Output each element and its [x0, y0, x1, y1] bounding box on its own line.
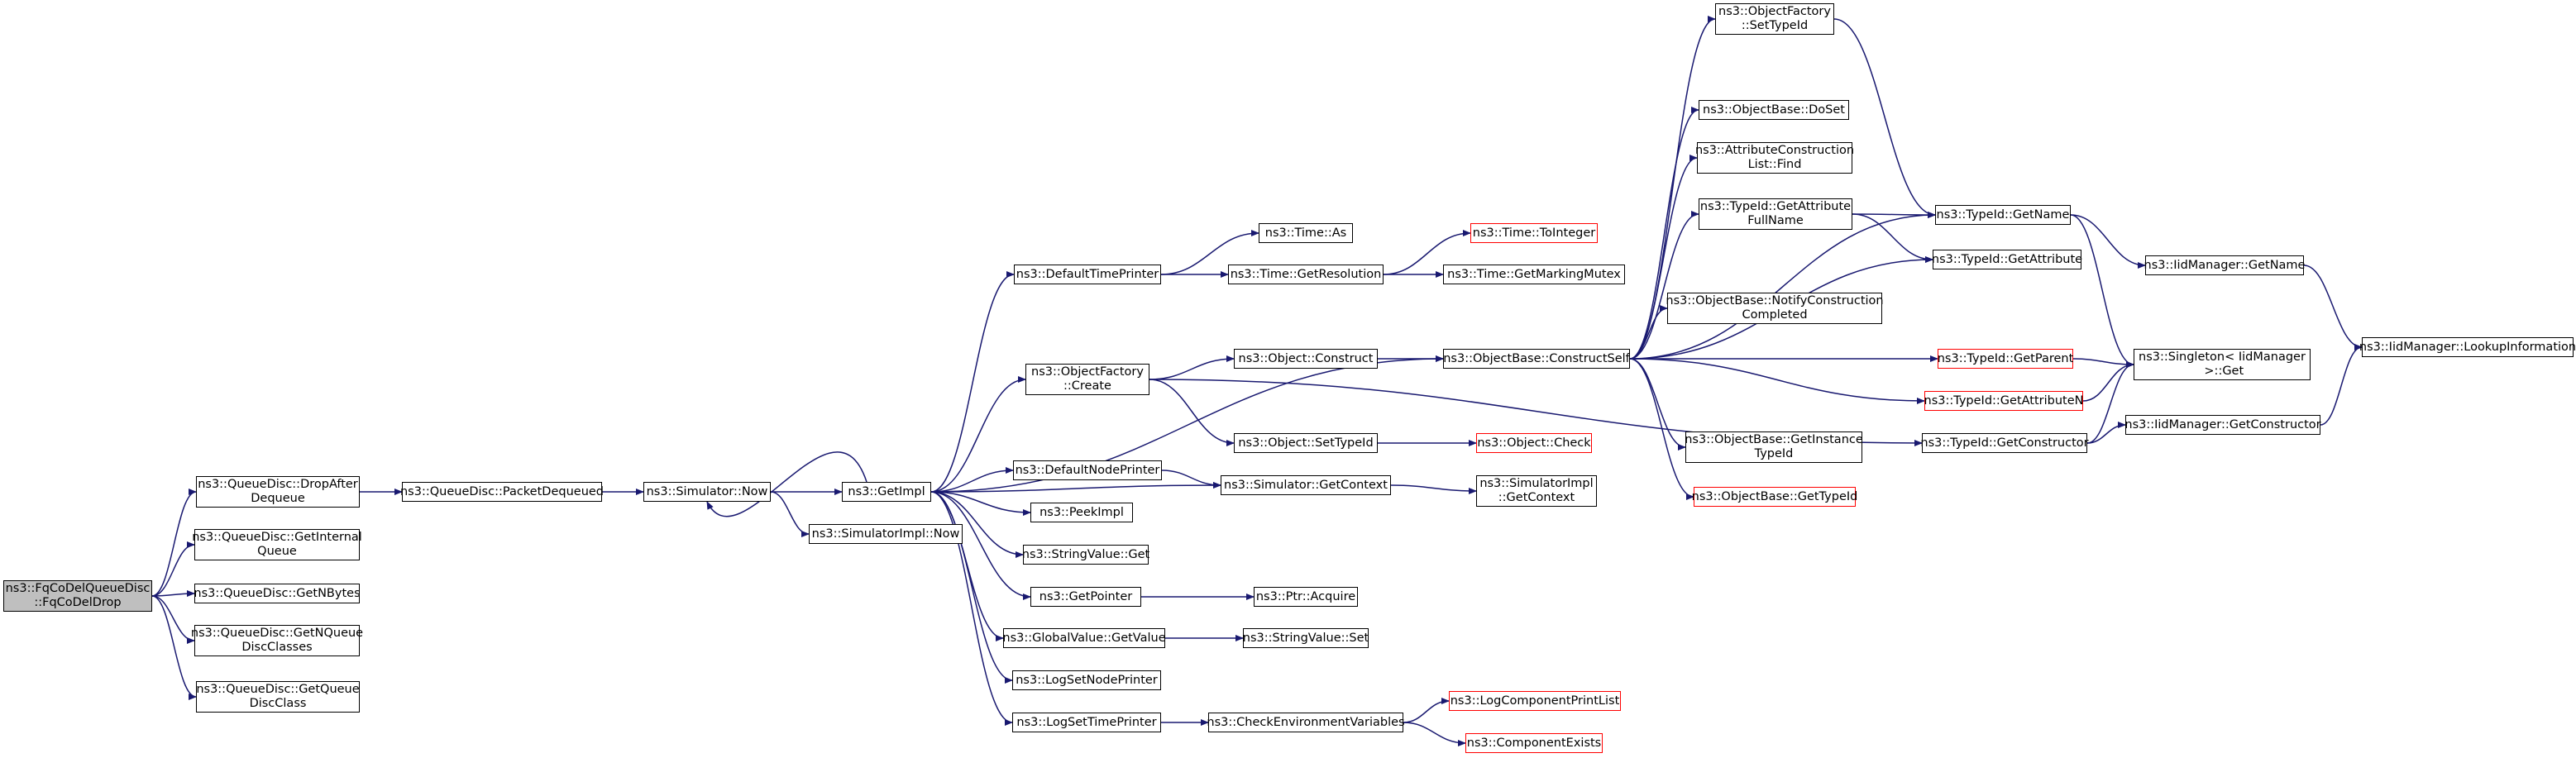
node-get-pointer[interactable]: ns3::GetPointer [1030, 587, 1141, 607]
edge-object_base_construct_self-to-object_base_get_type_id [1629, 358, 1694, 500]
edge-object_base_construct_self-to-object_base_get_instance_type_id [1629, 358, 1686, 451]
node-global-value-get-value[interactable]: ns3::GlobalValue::GetValue [1002, 628, 1166, 648]
edge-get_impl-to-get_pointer [930, 491, 1031, 600]
node-log-set-time-printer[interactable]: ns3::LogSetTimePrinter [1012, 713, 1161, 732]
edge-object_factory_set_type_id-to-type_id_get_name [1833, 18, 1936, 218]
edge-type_id_get_attribute_full_name-to-type_id_get_attribute [1852, 213, 1933, 263]
edge-get_impl-to-log_set_node_printer [930, 491, 1013, 684]
edge-root-to-get_nbytes [151, 590, 195, 598]
edge-type_id_get_name-to-singleton_get [2070, 214, 2134, 368]
node-object-construct[interactable]: ns3::Object::Construct [1234, 349, 1378, 369]
edge-iid_manager_get_constructor-to-iid_manager_lookup_information [2320, 344, 2363, 426]
node-object-base-get-instance-type-id[interactable]: ns3::ObjectBase::GetInstance TypeId [1685, 431, 1863, 463]
node-check-environment-variables[interactable]: ns3::CheckEnvironmentVariables [1207, 713, 1405, 732]
edge-type_id_get_attribute_full_name-to-type_id_get_name [1852, 211, 1936, 218]
node-time-to-integer[interactable]: ns3::Time::ToInteger [1470, 223, 1598, 243]
edge-object_base_construct_self-to-type_id_get_name [1629, 212, 1936, 360]
edge-type_id_get_constructor-to-singleton_get [2086, 361, 2134, 444]
edge-object_base_construct_self-to-type_id_get_attribute_n [1629, 358, 1925, 404]
edge-get_impl-to-object_base_construct_self [930, 355, 1444, 493]
node-iid-manager-get-name[interactable]: ns3::IidManager::GetName [2144, 255, 2305, 275]
node-get-impl[interactable]: ns3::GetImpl [842, 482, 931, 502]
node-attribute-construction-list-find[interactable]: ns3::AttributeConstruction List::Find [1695, 142, 1854, 174]
node-time-get-resolution[interactable]: ns3::Time::GetResolution [1228, 265, 1384, 284]
node-simulator-get-context[interactable]: ns3::Simulator::GetContext [1221, 475, 1391, 495]
edge-root-to-drop_after_dequeue [151, 489, 197, 597]
edge-simulator_get_context-to-simulator_impl_get_context [1390, 484, 1477, 494]
edge-default_node_printer-to-simulator_get_context [1161, 470, 1221, 489]
node-fqcodel-drop: ns3::FqCoDelQueueDisc ::FqCoDelDrop [3, 580, 152, 612]
node-simulator-now[interactable]: ns3::Simulator::Now [643, 482, 771, 502]
node-component-exists[interactable]: ns3::ComponentExists [1465, 733, 1603, 753]
edge-time_get_resolution-to-time_to_integer [1383, 230, 1471, 275]
edge-root-to-get_nqueue_disc_classes [151, 595, 195, 644]
edge-default_time_printer-to-time_as [1160, 230, 1259, 275]
node-get-nbytes[interactable]: ns3::QueueDisc::GetNBytes [194, 584, 361, 603]
node-iid-manager-lookup-information[interactable]: ns3::IidManager::LookupInformation [2359, 337, 2576, 357]
edge-type_id_get_constructor-to-iid_manager_get_constructor [2086, 422, 2126, 444]
edge-check_environment_variables-to-log_component_print_list [1403, 698, 1450, 723]
edge-get_impl-to-default_time_printer [930, 271, 1015, 493]
edge-root-to-get_internal_queue [151, 541, 195, 597]
node-get-internal-queue[interactable]: ns3::QueueDisc::GetInternal Queue [192, 529, 362, 560]
node-drop-after-dequeue[interactable]: ns3::QueueDisc::DropAfter Dequeue [196, 476, 360, 508]
node-singleton-get[interactable]: ns3::Singleton< IidManager >::Get [2134, 349, 2311, 380]
node-get-nqueue-disc-classes[interactable]: ns3::QueueDisc::GetNQueue DiscClasses [191, 625, 363, 656]
node-object-set-type-id[interactable]: ns3::Object::SetTypeId [1234, 433, 1378, 453]
edge-get_impl-to-default_node_printer [930, 467, 1014, 493]
node-notify-construction-completed[interactable]: ns3::ObjectBase::NotifyConstruction Comp… [1666, 293, 1884, 324]
node-simulator-impl-now[interactable]: ns3::SimulatorImpl::Now [809, 524, 963, 544]
node-peek-impl[interactable]: ns3::PeekImpl [1030, 503, 1133, 522]
node-object-base-do-set[interactable]: ns3::ObjectBase::DoSet [1699, 100, 1849, 120]
edge-object_base_construct_self-to-object_base_notify_construction_completed [1629, 305, 1668, 360]
node-time-as[interactable]: ns3::Time::As [1259, 223, 1353, 243]
node-type-id-get-name[interactable]: ns3::TypeId::GetName [1935, 205, 2071, 225]
node-time-get-marking-mutex[interactable]: ns3::Time::GetMarkingMutex [1443, 265, 1625, 284]
node-default-time-printer[interactable]: ns3::DefaultTimePrinter [1014, 265, 1161, 284]
edge-get_impl-to-peek_impl [930, 491, 1031, 516]
node-type-id-get-attribute-full-name[interactable]: ns3::TypeId::GetAttribute FullName [1699, 198, 1852, 230]
node-object-base-get-type-id[interactable]: ns3::ObjectBase::GetTypeId [1692, 487, 1857, 507]
node-type-id-get-parent[interactable]: ns3::TypeId::GetParent [1938, 349, 2073, 369]
node-string-value-get[interactable]: ns3::StringValue::Get [1022, 545, 1149, 565]
edge-get_impl-to-string_value_get [930, 491, 1024, 558]
edge-type_id_get_name-to-iid_manager_get_name [2070, 214, 2146, 269]
node-type-id-get-attribute-n[interactable]: ns3::TypeId::GetAttributeN [1924, 391, 2084, 411]
node-object-base-construct-self[interactable]: ns3::ObjectBase::ConstructSelf [1443, 349, 1630, 369]
node-get-queue-disc-class[interactable]: ns3::QueueDisc::GetQueue DiscClass [196, 681, 360, 713]
edge-simulator_now-to-simulator_impl_now [770, 491, 810, 537]
node-simulator-impl-get-context[interactable]: ns3::SimulatorImpl ::GetContext [1476, 475, 1597, 507]
edge-get_impl-to-simulator_now [706, 451, 867, 517]
node-ptr-acquire[interactable]: ns3::Ptr::Acquire [1254, 587, 1358, 607]
node-packet-dequeued[interactable]: ns3::QueueDisc::PacketDequeued [400, 482, 604, 502]
node-string-value-set[interactable]: ns3::StringValue::Set [1243, 628, 1369, 648]
node-log-set-node-printer[interactable]: ns3::LogSetNodePrinter [1012, 670, 1161, 690]
node-log-component-print-list[interactable]: ns3::LogComponentPrintList [1449, 691, 1621, 711]
node-object-check[interactable]: ns3::Object::Check [1476, 433, 1592, 453]
edge-iid_manager_get_name-to-iid_manager_lookup_information [2303, 265, 2363, 350]
edge-object_factory_create-to-object_set_type_id [1149, 379, 1235, 446]
edge-get_impl-to-log_set_time_printer [930, 491, 1013, 726]
edge-object_factory_create-to-object_construct [1149, 355, 1235, 380]
edge-get_impl-to-object_factory_create [930, 376, 1026, 493]
edge-object_base_construct_self-to-type_id_get_attribute_full_name [1629, 211, 1699, 360]
node-iid-manager-get-constructor[interactable]: ns3::IidManager::GetConstructor [2124, 415, 2321, 435]
node-object-factory-create[interactable]: ns3::ObjectFactory ::Create [1025, 364, 1149, 395]
edge-get_impl-to-simulator_get_context [930, 482, 1221, 493]
edge-object_base_construct_self-to-attribute_construction_list_find [1629, 155, 1698, 360]
node-object-factory-set-type-id[interactable]: ns3::ObjectFactory ::SetTypeId [1715, 3, 1834, 35]
node-default-node-printer[interactable]: ns3::DefaultNodePrinter [1013, 460, 1162, 480]
node-type-id-get-attribute[interactable]: ns3::TypeId::GetAttribute [1932, 250, 2082, 269]
node-type-id-get-constructor[interactable]: ns3::TypeId::GetConstructor [1920, 433, 2089, 453]
edge-root-to-get_queue_disc_class [151, 595, 197, 700]
edge-check_environment_variables-to-component_exists [1403, 722, 1466, 746]
edge-type_id_get_attribute_n-to-singleton_get [2082, 361, 2134, 402]
edge-object_base_construct_self-to-object_base_do_set [1629, 107, 1699, 360]
